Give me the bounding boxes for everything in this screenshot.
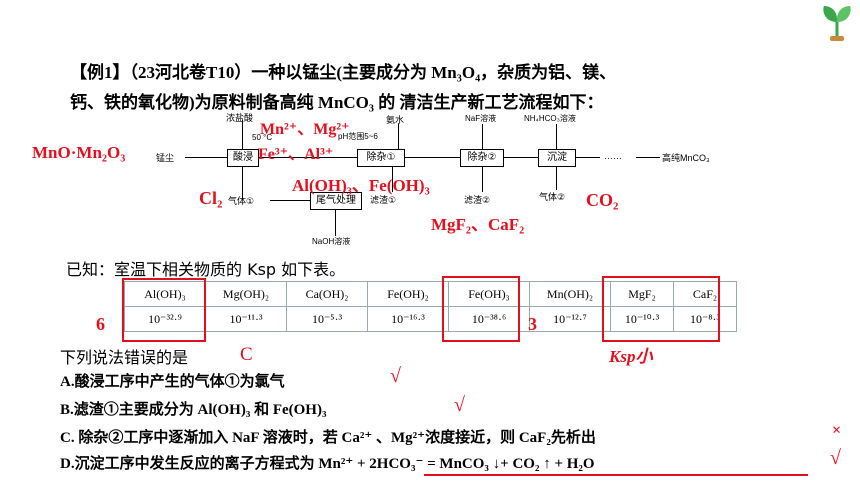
annotation-ions-2: Fe³⁺、Al³⁺: [258, 146, 334, 163]
arrow-res2-down: [482, 166, 483, 192]
mark-c: ×: [832, 422, 842, 439]
flow-reagent-naf: NaF溶液: [465, 114, 497, 123]
ksp-header-cell: MgF₂: [610, 281, 674, 307]
box-purify-1: 除杂①: [357, 149, 405, 167]
ksp-value-cell: 10⁻¹⁰·³: [610, 306, 674, 332]
question-line1: 【例1】（23河北卷T10）一种以锰尘(主要成分为 Mn₃O₄，杂质为铝、镁、: [70, 58, 616, 83]
flow-product: 高纯MnCO₃: [662, 153, 710, 163]
arrow-to-product: [636, 157, 660, 158]
flow-gas-2: 气体②: [539, 192, 566, 202]
ksp-value-cell: 10⁻⁵·³: [286, 306, 368, 332]
ksp-header-cell: Ca(OH)₂: [286, 281, 368, 307]
question-line1-rest: 一种以锰尘(主要成分为 Mn₃O₄，杂质为铝、镁、: [251, 63, 617, 82]
ksp-value-cell: 10⁻³²·⁹: [124, 306, 206, 332]
ksp-header-cell: Mn(OH)₂: [529, 281, 611, 307]
box-precipitate: 沉淀: [538, 149, 576, 167]
flow-dots: ……: [604, 151, 622, 161]
arrow-acid-to-rz1: [257, 157, 357, 158]
arrow-naoh-up: [335, 210, 336, 236]
box-purify-2: 除杂②: [460, 149, 504, 167]
ksp-table: Al(OH)₃ Mg(OH)₂ Ca(OH)₂ Fe(OH)₂ Fe(OH)₃ …: [124, 281, 737, 332]
flow-feed: 锰尘: [156, 153, 175, 163]
annotation-ksp-small: Ksp小: [609, 347, 653, 366]
arrow-gas2-down: [556, 166, 557, 190]
flow-gas-1: 气体①: [228, 196, 255, 206]
prompt-text: 下列说法错误的是: [60, 348, 189, 367]
arrow-naf-down: [482, 124, 483, 150]
option-d: D.沉淀工序中发生反应的离子方程式为 Mn²⁺ + 2HCO₃⁻ = MnCO₃…: [60, 456, 595, 472]
arrow-feed: [185, 157, 227, 158]
ksp-header-cell: Mg(OH)₂: [205, 281, 287, 307]
annotation-cl2: Cl₂: [199, 188, 223, 208]
arrow-gas1-down: [242, 166, 243, 200]
annotation-hydroxides: Al(OH)₃、Fe(OH)₃: [292, 176, 430, 195]
arrow-nh4-down: [556, 124, 557, 150]
flow-ph-range: pH范围5~6: [338, 132, 378, 141]
highlight-fluorides: [602, 276, 720, 342]
arrow-precip-out: [574, 157, 600, 158]
answer-c: C: [240, 344, 253, 365]
arrow-res1-down: [392, 166, 393, 192]
annotation-fluorides: MgF₂、CaF₂: [431, 215, 525, 234]
ksp-header-row: Al(OH)₃ Mg(OH)₂ Ca(OH)₂ Fe(OH)₂ Fe(OH)₃ …: [124, 281, 737, 307]
flow-reagent-ammonia: 氨水: [386, 115, 405, 125]
flow-naoh: NaOH溶液: [312, 237, 351, 246]
ksp-value-row: 10⁻³²·⁹ 10⁻¹¹·³ 10⁻⁵·³ 10⁻¹⁶·³ 10⁻³⁸·⁶ 1…: [124, 306, 737, 332]
ksp-header-cell: Fe(OH)₂: [367, 281, 449, 307]
option-a: A.酸浸工序中产生的气体①为氯气: [60, 374, 285, 390]
ksp-value-cell: 10⁻⁸·³: [673, 306, 737, 332]
flow-residue-1: 滤渣①: [370, 195, 397, 205]
flow-residue-2: 滤渣②: [464, 195, 491, 205]
ksp-value-cell: 10⁻³⁸·⁶: [448, 306, 530, 332]
mark-a: √: [390, 365, 401, 387]
question-line2: 钙、铁的氧化物)为原料制备高纯 MnCO₃ 的 清洁生产新工艺流程如下：: [70, 93, 604, 112]
question-label: 【例1】: [70, 63, 130, 82]
mark-d: √: [830, 447, 841, 469]
arrow-rz1-to-rz2: [404, 157, 460, 158]
option-b: B.滤渣①主要成分为 Al(OH)₃ 和 Fe(OH)₃: [60, 402, 327, 418]
annotation-ions-1: Mn²⁺、Mg²⁺: [260, 121, 350, 138]
mark-b: √: [454, 394, 465, 416]
sprout-icon: [823, 6, 851, 41]
arrow-rz2-to-precip: [502, 157, 538, 158]
ksp-value-cell: 10⁻¹¹·³: [205, 306, 287, 332]
ksp-value-cell: 10⁻¹⁶·³: [367, 306, 449, 332]
known-text: 已知：室温下相关物质的 Ksp 如下表。: [66, 260, 346, 279]
annotation-3: 3: [528, 314, 537, 334]
question-source: （23河北卷T10）: [129, 63, 252, 82]
annotation-co2: CO₂: [586, 190, 619, 210]
box-acid-leach: 酸浸: [227, 149, 259, 167]
annotation-formula: MnO·Mn₂O₃: [32, 143, 126, 162]
annotation-6: 6: [96, 314, 105, 334]
flow-reagent-hcl: 浓盐酸: [226, 113, 254, 123]
flow-reagent-nh4hco3: NH₄HCO₃溶液: [524, 114, 576, 123]
arrow-gas1-to-tail: [270, 200, 310, 201]
ksp-value-cell: 10⁻¹²·⁷: [529, 306, 611, 332]
box-tail-gas: 尾气处理: [310, 192, 362, 210]
arrow-hcl-down: [242, 120, 243, 150]
option-c: C. 除杂②工序中逐渐加入 NaF 溶液时，若 Ca²⁺ 、Mg²⁺浓度接近，则…: [60, 430, 596, 446]
underline-equation: [424, 474, 808, 476]
flow-temperature: 50 °C: [252, 133, 273, 142]
arrow-ammonia-down: [398, 124, 399, 150]
highlight-aloh3: [122, 278, 206, 342]
highlight-feoh3: [442, 276, 520, 342]
